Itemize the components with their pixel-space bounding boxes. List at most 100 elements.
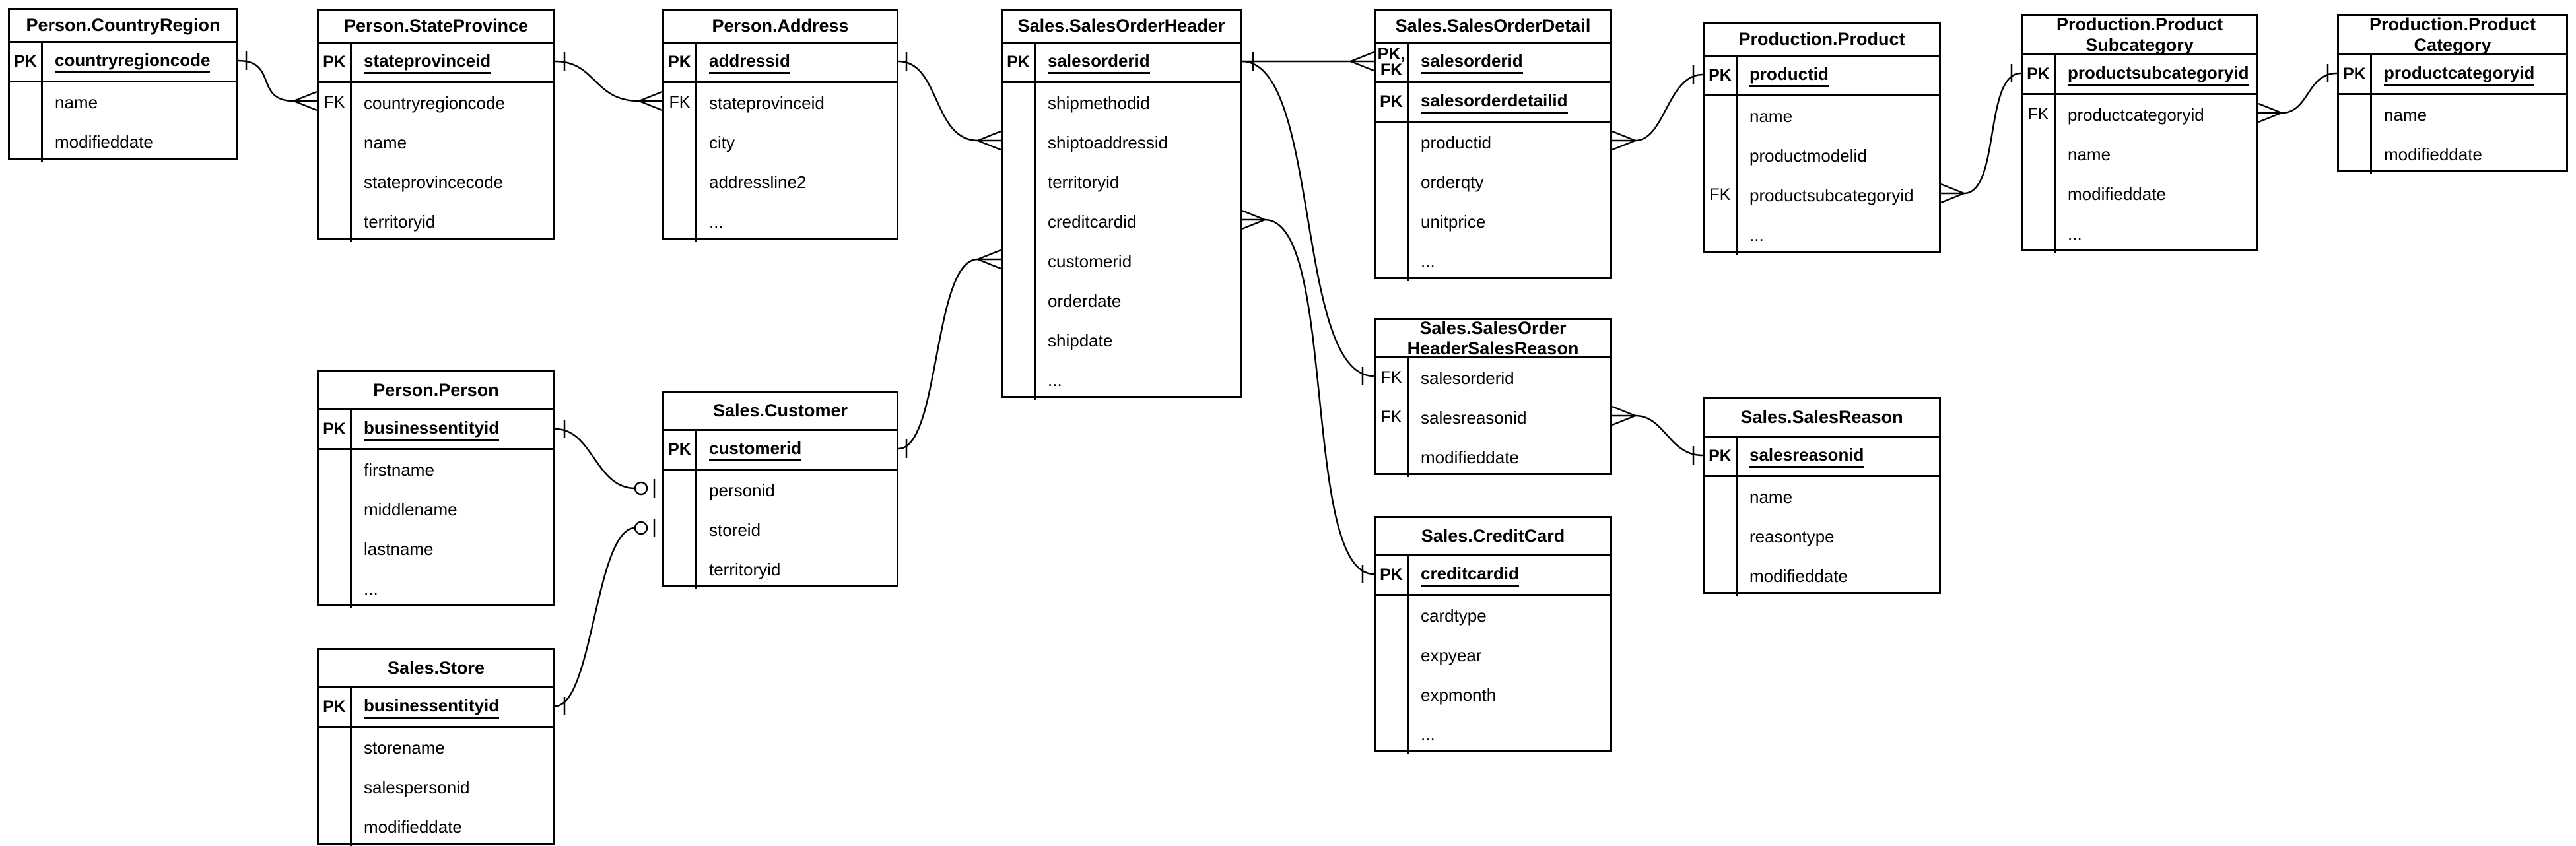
key-label-cell: FK xyxy=(664,83,697,123)
field-name: salespersonid xyxy=(364,777,470,797)
field-name: firstname xyxy=(364,459,434,480)
key-label-cell xyxy=(319,162,352,202)
key-label-cell xyxy=(664,123,697,162)
field-name: name xyxy=(2384,104,2427,125)
rel-salesorderheader-headersalesreason xyxy=(1241,60,1374,385)
field-name: productsubcategoryid xyxy=(2056,55,2256,93)
field-name: stateprovincecode xyxy=(364,172,504,192)
key-label-cell xyxy=(1705,556,1738,596)
field-row: storeid xyxy=(664,510,897,550)
key-label-cell: PK xyxy=(1376,83,1409,121)
field-row: ... xyxy=(1003,360,1240,400)
field-name: productcategoryid xyxy=(2068,104,2204,125)
field-name: shipdate xyxy=(1048,330,1113,350)
key-row: PK stateprovinceid xyxy=(319,44,553,83)
many-end-icon xyxy=(1940,183,1965,204)
table-title: Sales.SalesOrderHeader xyxy=(1003,11,1240,44)
field-row: FK productsubcategoryid xyxy=(1705,176,1939,215)
field-name: productsubcategoryid xyxy=(1749,185,1914,205)
key-label-cell xyxy=(319,728,352,767)
field-row: middlename xyxy=(319,490,553,529)
table-production-productsubcategory: Production.Product Subcategory PK produc… xyxy=(2021,14,2258,253)
field-name: addressid xyxy=(697,44,897,81)
key-label-cell xyxy=(319,490,352,529)
field-row: ... xyxy=(1376,242,1610,281)
field-name: name xyxy=(1749,486,1793,507)
key-row: PK productsubcategoryid xyxy=(2023,55,2256,95)
table-title: Sales.Store xyxy=(319,650,553,688)
table-title: Sales.Customer xyxy=(664,393,897,431)
field-row: modifieddate xyxy=(2339,135,2566,174)
field-row: expmonth xyxy=(1376,675,1610,715)
key-row: PK businessentityid xyxy=(319,410,553,450)
field-name: customerid xyxy=(1048,251,1132,271)
key-row: PK productcategoryid xyxy=(2339,55,2566,95)
key-row: PK productid xyxy=(1705,57,1939,96)
field-row: ... xyxy=(319,569,553,608)
field-name: territoryid xyxy=(1048,172,1120,192)
field-name: modifieddate xyxy=(1421,447,1519,467)
table-person-person: Person.Person PK businessentityid firstn… xyxy=(317,370,555,608)
field-row: productid xyxy=(1376,123,1610,162)
field-row: shipdate xyxy=(1003,321,1240,360)
key-label-cell xyxy=(1376,242,1409,281)
field-row: territoryid xyxy=(664,550,897,589)
key-label-cell: PK xyxy=(2339,55,2372,93)
field-name: territoryid xyxy=(709,559,781,579)
key-label-cell: PK xyxy=(664,44,697,81)
many-end-icon xyxy=(638,90,663,112)
key-row: PK, FK salesorderid xyxy=(1376,44,1610,83)
zero-circle-icon xyxy=(634,521,648,535)
rel-stateprovince-address xyxy=(555,52,663,112)
field-name: productmodelid xyxy=(1749,145,1867,166)
field-name: name xyxy=(2068,144,2111,164)
key-row: PK countryregioncode xyxy=(10,43,236,82)
key-label-cell: PK xyxy=(10,43,43,81)
key-label-cell xyxy=(1705,517,1738,556)
key-label-cell xyxy=(1003,83,1036,123)
field-row: ... xyxy=(664,202,897,242)
key-label-cell xyxy=(1376,715,1409,754)
field-name: ... xyxy=(1421,724,1435,744)
many-end-icon xyxy=(1611,130,1636,151)
field-name: ... xyxy=(1048,370,1062,390)
key-label-cell xyxy=(2339,95,2372,135)
field-name: personid xyxy=(709,480,775,500)
field-row: name xyxy=(319,123,553,162)
field-row: modifieddate xyxy=(10,122,236,162)
field-name: modifieddate xyxy=(2068,183,2166,204)
field-name: shipmethodid xyxy=(1048,92,1150,113)
field-name: countryregioncode xyxy=(364,92,505,113)
key-label-cell: FK xyxy=(2023,95,2056,135)
field-row: ... xyxy=(1705,215,1939,255)
rel-salesorderheader-salesorderdetail xyxy=(1242,51,1374,72)
key-label-cell: PK xyxy=(1705,438,1738,475)
table-person-countryregion: Person.CountryRegion PK countryregioncod… xyxy=(8,8,238,162)
table-sales-salesorderheader: Sales.SalesOrderHeader PK salesorderid s… xyxy=(1001,9,1242,400)
key-label-cell xyxy=(1705,136,1738,176)
field-row: territoryid xyxy=(319,202,553,242)
field-name: productcategoryid xyxy=(2372,55,2566,93)
key-label-cell: FK xyxy=(319,83,352,123)
key-label-cell xyxy=(664,202,697,242)
rel-countryregion-stateprovince xyxy=(238,51,318,112)
field-row: addressline2 xyxy=(664,162,897,202)
key-label-cell xyxy=(2023,135,2056,174)
field-name: addressline2 xyxy=(709,172,807,192)
field-row: creditcardid xyxy=(1003,202,1240,242)
many-end-icon xyxy=(2258,102,2282,123)
key-row: PK addressid xyxy=(664,44,897,83)
key-label-cell xyxy=(319,529,352,569)
table-title: Sales.SalesOrderDetail xyxy=(1376,11,1610,44)
key-label-cell xyxy=(1003,321,1036,360)
rel-salesorderheader-creditcard xyxy=(1241,209,1374,583)
field-name: countryregioncode xyxy=(43,43,236,81)
key-label-cell xyxy=(319,767,352,807)
field-row: modifieddate xyxy=(319,807,553,846)
key-label-cell xyxy=(319,807,352,846)
key-label-cell: PK xyxy=(319,410,352,448)
field-name: stateprovinceid xyxy=(352,44,553,81)
field-row: cardtype xyxy=(1376,596,1610,635)
field-name: modifieddate xyxy=(1749,566,1848,586)
field-name: middlename xyxy=(364,499,458,519)
